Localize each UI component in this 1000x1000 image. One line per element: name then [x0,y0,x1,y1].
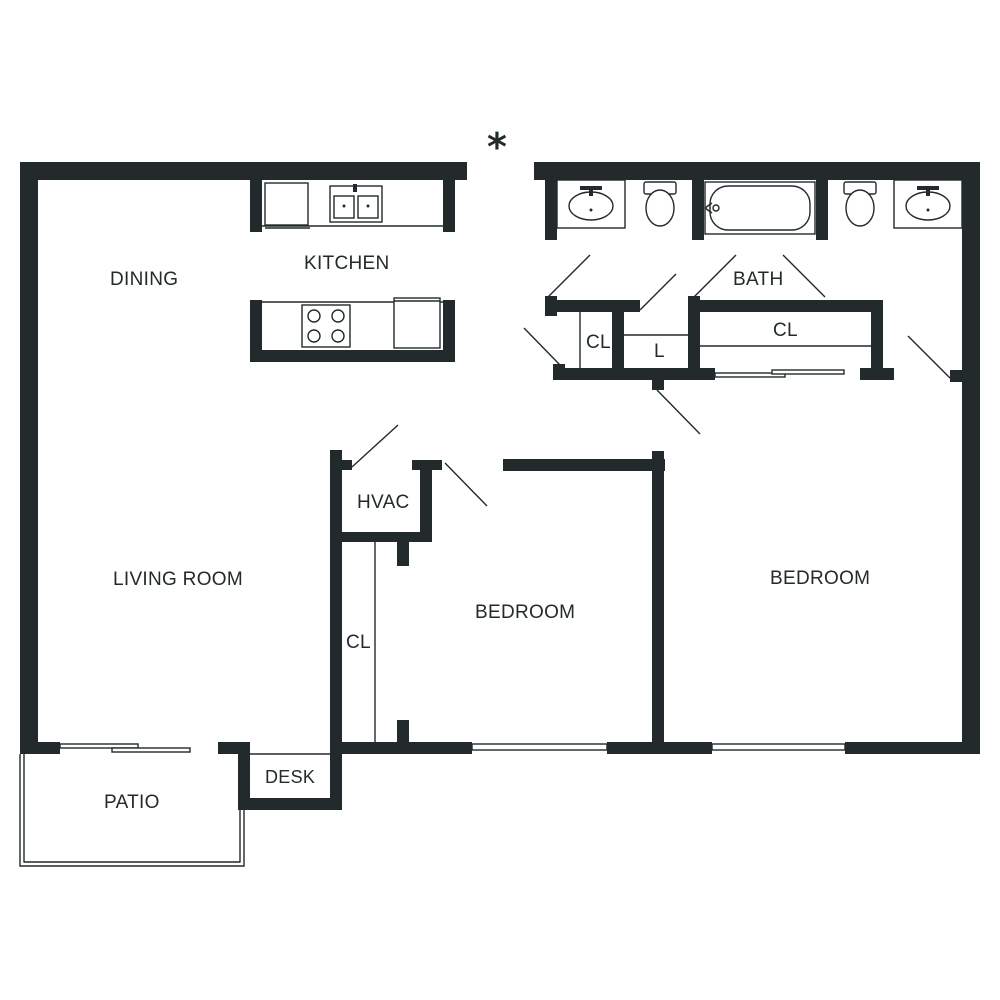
patio-outline [19,753,330,867]
entry-marker: * [487,125,507,169]
bathtub-icon [704,181,816,235]
refrigerator-icon [393,297,441,349]
interior-walls [330,450,665,746]
dishwasher-icon [264,182,309,226]
room-label-bedroom-2: BEDROOM [770,568,870,589]
closet-walls [545,296,962,390]
kitchen-sink-icon [329,184,383,223]
room-label-patio: PATIO [104,792,160,813]
doors [351,254,951,507]
kitchen-fixtures [264,182,441,349]
windows [59,743,846,753]
room-label-closet-hall: CL [586,332,611,353]
bathroom-sink-icon [905,186,951,221]
stove-icon [301,304,351,348]
bath-walls [545,179,963,240]
room-label-hvac: HVAC [357,492,410,513]
room-label-closet-bath: CL [773,320,798,341]
exterior-walls [20,162,980,810]
room-label-closet-bedroom: CL [346,632,371,653]
room-label-linen: L [654,341,665,362]
room-label-bedroom-1: BEDROOM [475,602,575,623]
bathroom-sink-icon [568,186,614,221]
toilet-icon [643,181,677,227]
room-label-desk: DESK [265,767,315,787]
room-label-living-room: LIVING ROOM [113,569,243,590]
room-label-bath: BATH [733,269,783,290]
room-label-kitchen: KITCHEN [304,253,390,274]
toilet-icon [843,181,877,227]
bath-fixtures [568,181,951,235]
room-label-dining: DINING [110,269,178,290]
kitchen-walls [250,180,455,362]
